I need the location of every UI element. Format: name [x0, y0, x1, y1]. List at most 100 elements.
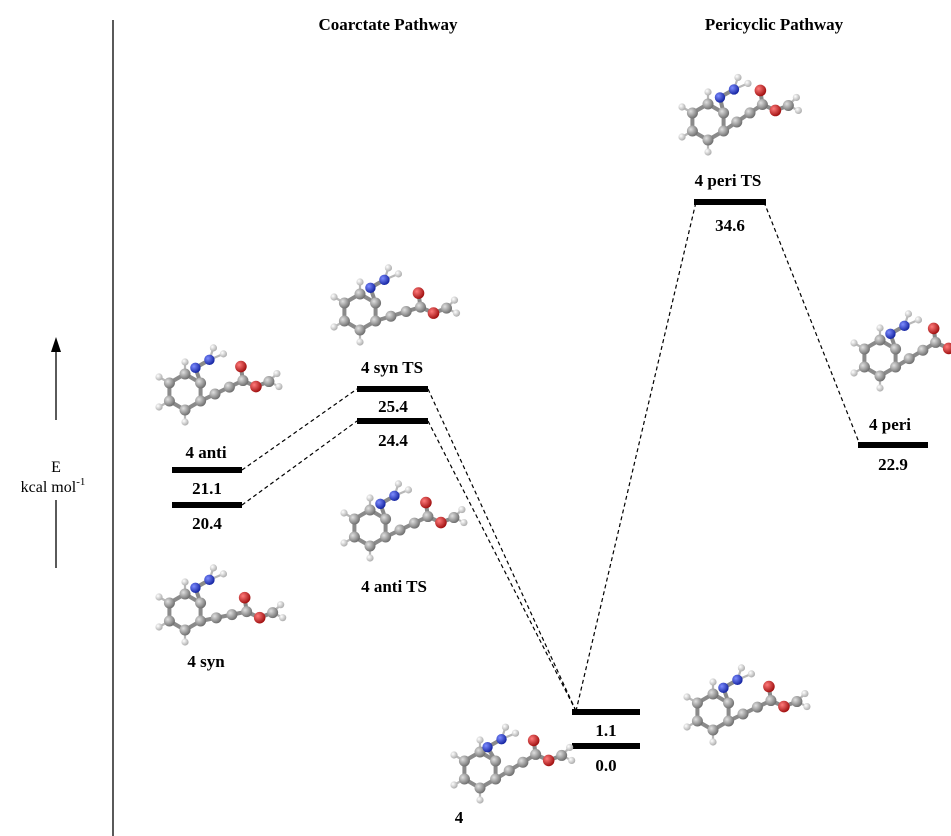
connector-reactant-to-peri-ts	[575, 201, 697, 712]
atom	[253, 611, 266, 624]
atom	[330, 293, 338, 301]
atom	[763, 680, 775, 693]
atom	[707, 724, 719, 736]
atom	[914, 316, 923, 324]
atom	[490, 755, 502, 767]
atom	[731, 116, 743, 128]
atom	[850, 369, 858, 377]
name-4-syn: 4 syn	[187, 652, 225, 671]
atom	[422, 511, 434, 523]
atom	[219, 570, 228, 578]
atom	[501, 723, 510, 731]
atom	[181, 358, 189, 366]
atom	[155, 623, 163, 631]
atom	[737, 664, 746, 672]
atom	[927, 322, 940, 335]
atom	[209, 388, 221, 400]
atom	[330, 323, 338, 331]
atom	[275, 382, 283, 391]
atom	[181, 578, 189, 586]
atom	[737, 708, 749, 720]
atom	[400, 306, 412, 318]
atom	[482, 741, 493, 753]
atom	[163, 377, 175, 389]
atom	[356, 338, 364, 346]
name-4-peri-ts: 4 peri TS	[695, 171, 762, 190]
atom	[263, 376, 275, 388]
atom	[365, 282, 376, 294]
atom	[850, 339, 858, 347]
atom	[728, 84, 740, 95]
atom	[476, 736, 484, 744]
atom	[379, 274, 390, 286]
energy-4-syn: 20.4	[192, 514, 222, 533]
atom	[709, 738, 717, 746]
atom	[686, 125, 698, 137]
atom	[490, 773, 502, 785]
molecule-4-peri-ts	[678, 73, 802, 156]
atom	[195, 615, 207, 627]
atom	[163, 597, 175, 609]
atom	[414, 301, 426, 313]
atom	[219, 350, 228, 358]
atom	[874, 370, 886, 382]
atom	[503, 765, 515, 777]
atom	[702, 134, 714, 146]
name-4-anti-ts: 4 anti TS	[361, 577, 427, 596]
atom	[250, 380, 262, 393]
atom	[408, 517, 420, 529]
atom	[683, 723, 691, 731]
atom	[460, 518, 468, 527]
atom	[794, 106, 802, 115]
atom	[702, 98, 714, 110]
atom	[874, 334, 886, 346]
connector-anti-ts-to-reactant	[427, 420, 577, 712]
energy-4-peri: 22.9	[878, 455, 908, 474]
connector-anti-to-syn-ts	[241, 388, 358, 471]
atom	[204, 574, 215, 586]
energy-levels	[172, 199, 928, 749]
energy-4-peri-ts: 34.6	[715, 216, 745, 235]
molecule-4-anti-ts	[340, 480, 468, 562]
atom	[238, 591, 251, 604]
atom	[181, 638, 189, 646]
energy-4-anti-ts: 24.4	[378, 431, 408, 450]
atom	[890, 343, 902, 355]
up-arrow-head-icon	[51, 337, 61, 352]
molecule-4-syn	[155, 564, 287, 646]
atom	[756, 98, 768, 110]
atom	[226, 609, 238, 621]
atom	[354, 288, 366, 300]
atom	[277, 601, 285, 609]
atom	[542, 754, 555, 767]
atom	[448, 512, 460, 524]
atom	[530, 748, 542, 760]
atom	[195, 377, 207, 389]
atom	[723, 697, 735, 709]
atom	[267, 607, 279, 619]
atom	[364, 540, 376, 552]
atom	[155, 403, 163, 411]
atom	[904, 310, 913, 318]
atom	[370, 297, 382, 309]
atom	[440, 302, 452, 314]
atom	[556, 749, 568, 761]
atom	[241, 606, 253, 618]
connector-syn-to-anti-ts	[241, 420, 358, 506]
atom	[732, 674, 743, 686]
molecular-models	[155, 73, 951, 804]
atom	[496, 733, 507, 745]
atom	[338, 297, 350, 309]
atom	[686, 107, 698, 119]
atom	[394, 270, 403, 278]
atom	[179, 624, 191, 636]
atom	[765, 695, 777, 707]
molecule-4-conformer	[683, 664, 811, 746]
atom	[155, 373, 163, 381]
atom	[237, 375, 249, 387]
atom	[179, 404, 191, 416]
atom	[527, 734, 540, 747]
atom	[903, 353, 915, 365]
atom	[384, 264, 393, 272]
atom	[356, 278, 364, 286]
